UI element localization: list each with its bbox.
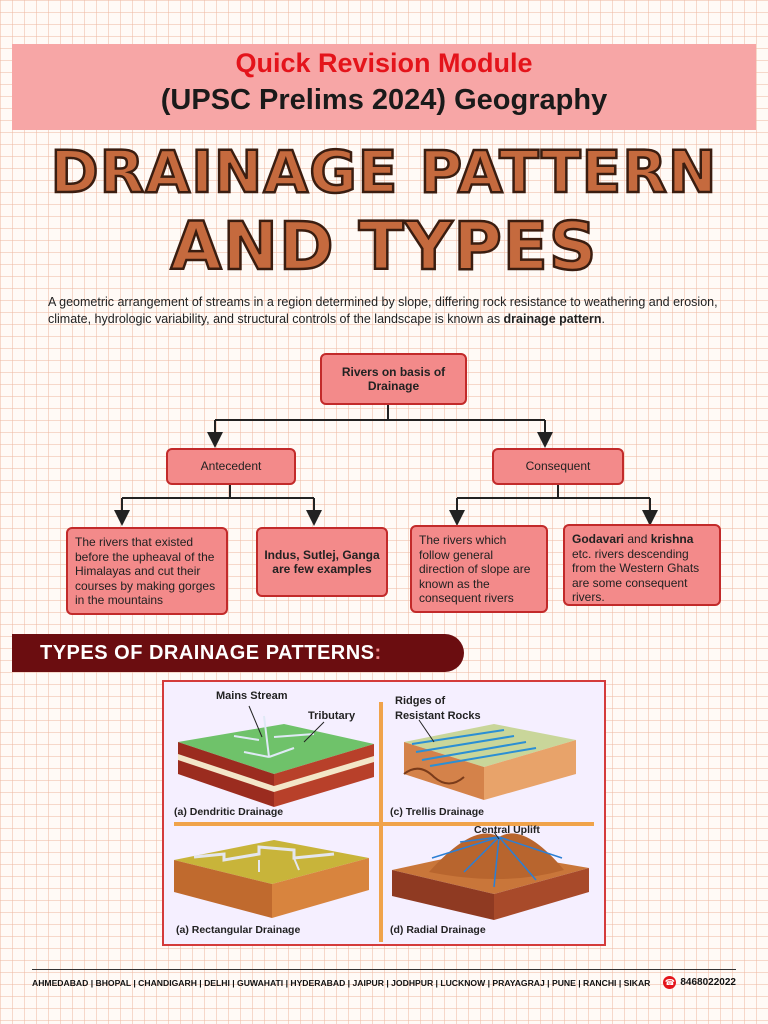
radial-block xyxy=(392,831,589,920)
antecedent-definition-box: The rivers that existed before the uphea… xyxy=(66,527,228,615)
intro-end: . xyxy=(601,312,605,326)
phone-number: 8468022022 xyxy=(680,977,736,988)
consequent-examples-box: Godavari and krishna etc. rivers descend… xyxy=(563,524,721,606)
krishna-text: krishna xyxy=(650,532,694,546)
ridges-label: Ridges of Resistant Rocks xyxy=(395,695,481,722)
intro-paragraph: A geometric arrangement of streams in a … xyxy=(48,294,728,328)
module-title: Quick Revision Module xyxy=(235,48,533,78)
footer-cities: AHMEDABAD | BHOPAL | CHANDIGARH | DELHI … xyxy=(32,977,651,988)
tree-connectors xyxy=(114,405,658,526)
page-title-line1: DRAINAGE PATTERN xyxy=(49,137,718,208)
footer-phone: ☎ 8468022022 xyxy=(663,976,736,989)
dendritic-label: (a) Dendritic Drainage xyxy=(174,806,284,818)
consequent-examples-text: etc. rivers descending from the Western … xyxy=(572,546,700,605)
phone-icon: ☎ xyxy=(663,976,677,989)
footer: AHMEDABAD | BHOPAL | CHANDIGARH | DELHI … xyxy=(32,976,736,989)
dendritic-block xyxy=(178,705,374,807)
tributary-label: Tributary xyxy=(308,710,356,722)
trellis-block xyxy=(403,719,576,800)
section-ribbon: TYPES OF DRAINAGE PATTERNS: xyxy=(12,634,464,672)
radial-label: (d) Radial Drainage xyxy=(390,924,486,936)
antecedent-box: Antecedent xyxy=(166,448,296,485)
central-uplift-label: Central Uplift xyxy=(474,824,540,836)
module-subtitle: (UPSC Prelims 2024) Geography xyxy=(160,84,608,116)
and-text: and xyxy=(624,532,651,546)
intro-text: A geometric arrangement of streams in a … xyxy=(48,295,718,326)
drainage-illustrations xyxy=(174,702,594,942)
mains-stream-label: Mains Stream xyxy=(216,690,288,702)
header-band: Quick Revision Module (UPSC Prelims 2024… xyxy=(12,44,756,130)
section-title: TYPES OF DRAINAGE PATTERNS xyxy=(40,642,375,664)
antecedent-examples-box: Indus, Sutlej, Ganga are few examples xyxy=(256,527,388,597)
rectangular-label: (a) Rectangular Drainage xyxy=(176,924,301,936)
page-title-line2: AND TYPES xyxy=(169,207,598,287)
footer-divider xyxy=(32,969,736,970)
section-colon: : xyxy=(374,642,382,664)
consequent-box: Consequent xyxy=(492,448,624,485)
trellis-label: (c) Trellis Drainage xyxy=(390,806,484,818)
consequent-definition-box: The rivers which follow general directio… xyxy=(410,525,548,613)
rectangular-block xyxy=(174,840,369,918)
intro-bold: drainage pattern xyxy=(503,312,602,326)
tree-root-box: Rivers on basis of Drainage xyxy=(320,353,467,405)
drainage-types-figure: Mains Stream Tributary Ridges of Resista… xyxy=(162,680,606,946)
godavari-text: Godavari xyxy=(572,532,625,546)
